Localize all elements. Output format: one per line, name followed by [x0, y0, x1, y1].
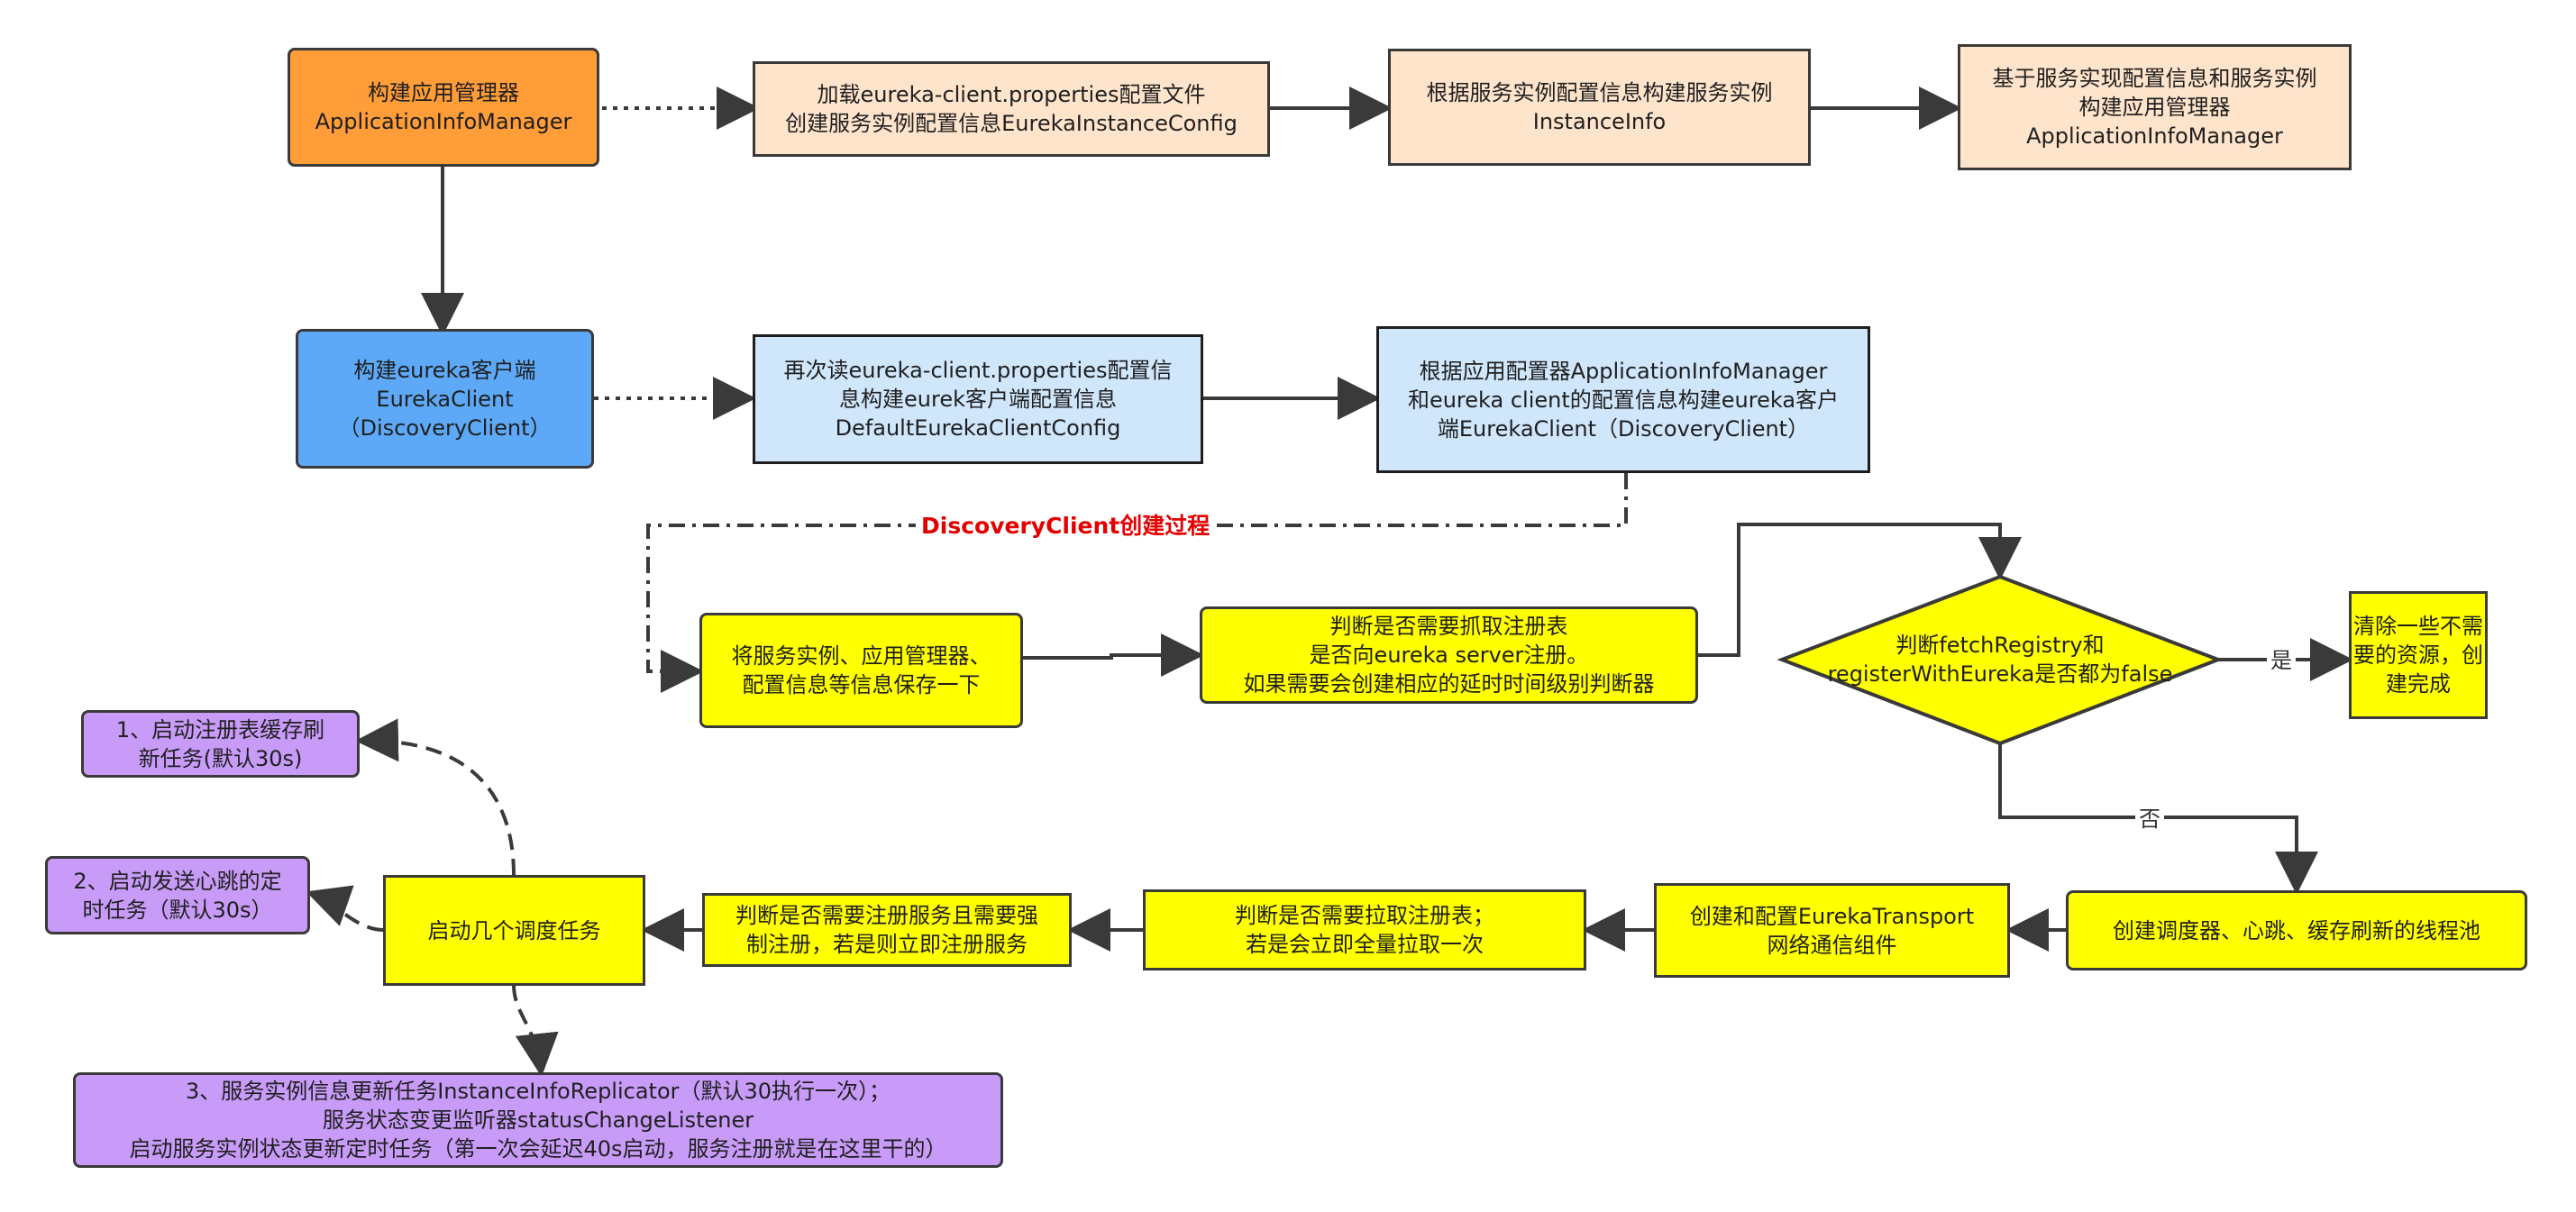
node-judge-fetch: 判断是否需要抓取注册表 是否向eureka server注册。 如果需要会创建相…	[1200, 606, 1698, 704]
node-judge-register: 判断是否需要注册服务且需要强 制注册，若是则立即注册服务	[702, 893, 1072, 967]
decision-label: 判断fetchRegistry和 registerWithEureka是否都为f…	[1827, 633, 2173, 687]
node-build-client: 根据应用配置器ApplicationInfoManager 和eureka cl…	[1376, 326, 1870, 473]
node-task1: 1、启动注册表缓存刷 新任务(默认30s)	[81, 710, 360, 778]
node-save-info: 将服务实例、应用管理器、 配置信息等信息保存一下	[699, 613, 1023, 728]
edge-start-tasks-to-task1	[355, 718, 516, 876]
node-create-pools: 创建调度器、心跳、缓存刷新的线程池	[2066, 890, 2527, 971]
node-task2: 2、启动发送心跳的定 时任务（默认30s）	[45, 856, 310, 934]
node-load-config: 加载eureka-client.properties配置文件 创建服务实例配置信…	[753, 61, 1270, 157]
edge-start-tasks-to-task3	[512, 984, 559, 1077]
no-label: 否	[2135, 806, 2164, 832]
node-clear-resources: 清除一些不需 要的资源，创 建完成	[2349, 591, 2488, 719]
edge-save-info-to-judge-fetch	[1023, 633, 1204, 677]
edge-build-client-to-save-info	[646, 473, 1628, 693]
node-task3: 3、服务实例信息更新任务InstanceInfoReplicator（默认30执…	[73, 1072, 1003, 1168]
process-title-label: DiscoveryClient创建过程	[916, 513, 1216, 540]
edge-judge-fetch-to-decision	[1698, 523, 2022, 657]
node-build-instance: 根据服务实例配置信息构建服务实例 InstanceInfo	[1388, 49, 1811, 166]
node-build-manager: 基于服务实现配置信息和服务实例 构建应用管理器 ApplicationInfoM…	[1958, 44, 2352, 170]
node-reread-config: 再次读eureka-client.properties配置信 息构建eurek客…	[753, 334, 1203, 464]
node-app-manager: 构建应用管理器 ApplicationInfoManager	[288, 48, 599, 167]
decision-diamond	[1777, 574, 2224, 746]
node-start-tasks: 启动几个调度任务	[383, 875, 645, 986]
yes-label: 是	[2267, 648, 2296, 673]
node-judge-pull: 判断是否需要拉取注册表； 若是会立即全量拉取一次	[1143, 889, 1586, 971]
node-eureka-client: 构建eureka客户端 EurekaClient （DiscoveryClien…	[296, 329, 594, 469]
node-create-transport: 创建和配置EurekaTransport 网络通信组件	[1654, 883, 2010, 978]
edge-start-tasks-to-task2	[306, 885, 384, 932]
